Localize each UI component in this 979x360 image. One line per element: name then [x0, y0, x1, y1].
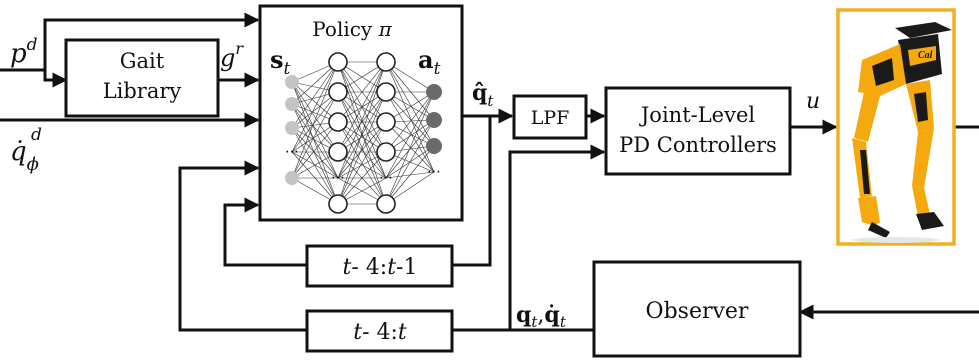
pd-line2: PD Controllers: [619, 133, 777, 157]
label-q-hat-t: q̂t: [472, 80, 494, 110]
nn-ellipsis: ⋯: [285, 144, 299, 160]
nn-node: [329, 195, 347, 213]
label-g-r: gr: [220, 39, 244, 72]
nn-node: [426, 84, 442, 100]
nn-node: [285, 171, 299, 185]
nn-node: [377, 143, 395, 161]
robot-badge: Cal: [918, 50, 933, 61]
nn-node: [285, 121, 299, 135]
gait-library-line1: Gait: [120, 49, 165, 73]
pd-controllers-block: [606, 88, 790, 174]
nn-ellipsis: ⋯: [427, 164, 441, 180]
pd-line1: Joint-Level: [639, 103, 756, 127]
nn-ellipsis: ⋯: [379, 170, 393, 186]
observer-label: Observer: [646, 299, 749, 324]
history1-label: t- 4:t-1: [343, 255, 418, 280]
robot-shadow: [852, 237, 940, 243]
gait-library-line2: Library: [103, 79, 182, 103]
nn-node: [285, 75, 299, 89]
policy-title: Policy π: [312, 17, 392, 41]
nn-node: [377, 83, 395, 101]
nn-node: [329, 143, 347, 161]
wire-pd-to-gait: [45, 70, 66, 80]
nn-node: [377, 195, 395, 213]
nn-node: [329, 83, 347, 101]
nn-node: [329, 53, 347, 71]
history2-label: t- 4:t: [353, 320, 407, 345]
label-p-d: pd: [10, 35, 38, 69]
nn-node: [426, 138, 442, 154]
nn-node: [377, 53, 395, 71]
label-qt-qdot-t: qt,q̇t: [516, 302, 567, 331]
label-qdot-sup: d: [31, 125, 42, 145]
nn-node: [285, 97, 299, 111]
nn-node: [426, 112, 442, 128]
robot-image: Cal: [838, 10, 954, 244]
label-u: u: [806, 89, 820, 114]
nn-node: [377, 113, 395, 131]
lpf-label: LPF: [531, 107, 570, 129]
nn-ellipsis: ⋯: [331, 170, 345, 186]
nn-node: [329, 113, 347, 131]
